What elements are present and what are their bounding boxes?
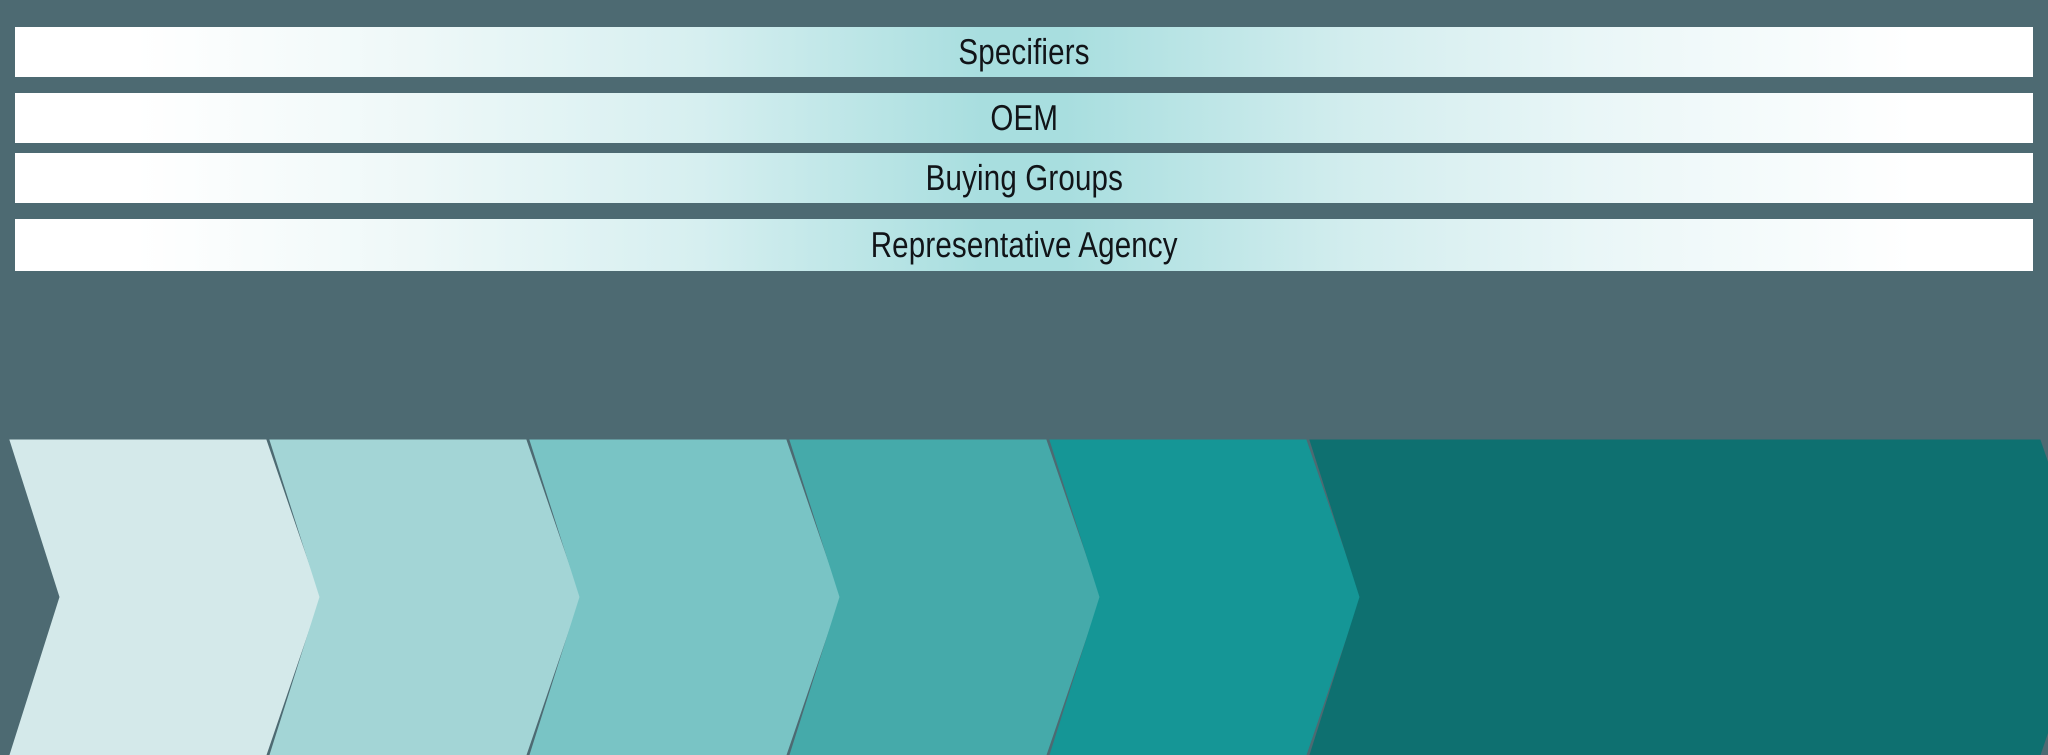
gradient-bar-representative-agency[interactable]: Representative Agency [15, 219, 2033, 271]
chevron-shape-2[interactable] [269, 439, 581, 755]
gradient-bar-label: Buying Groups [925, 157, 1123, 198]
chevron-shape-5[interactable] [1049, 439, 1361, 755]
gradient-bar-label: Specifiers [958, 31, 1090, 72]
chevron-shape-6[interactable] [1309, 439, 2048, 755]
gradient-bar-oem[interactable]: OEM [15, 93, 2033, 143]
chevron-shape-1[interactable] [9, 439, 321, 755]
chevron-shape-4[interactable] [789, 439, 1101, 755]
gradient-bar-label: Representative Agency [870, 224, 1178, 265]
chevron-shape-3[interactable] [529, 439, 841, 755]
gradient-bar-specifiers[interactable]: Specifiers [15, 27, 2033, 77]
gradient-bar-label: OEM [990, 97, 1058, 138]
gradient-bar-group: Specifiers OEM Buying Groups Representat… [15, 27, 2033, 271]
gradient-bar-buying-groups[interactable]: Buying Groups [15, 153, 2033, 203]
